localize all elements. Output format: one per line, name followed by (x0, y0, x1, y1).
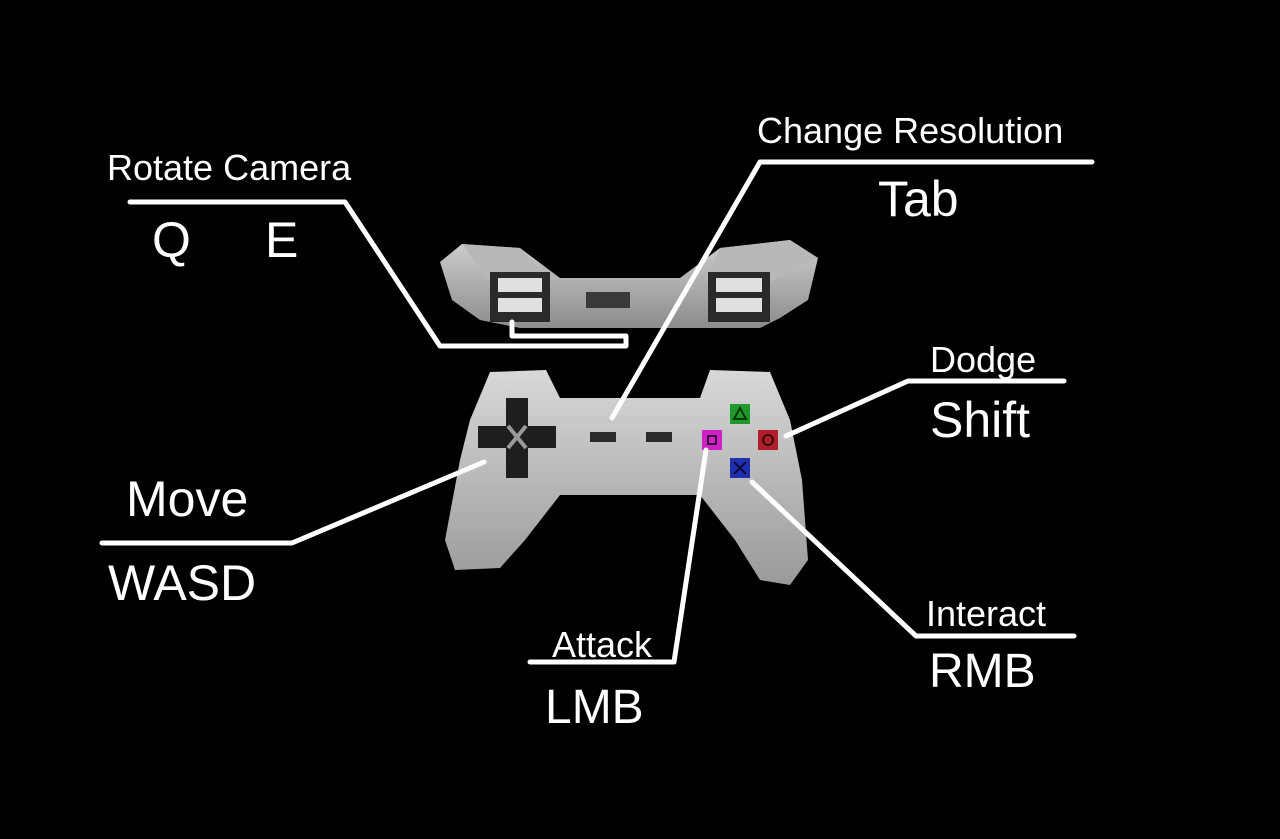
circle-button-icon (758, 430, 778, 450)
move-label: Move (126, 471, 249, 527)
attack-label: Attack (552, 624, 653, 665)
interact-label: Interact (926, 593, 1047, 634)
rotate-camera-key-q: Q (152, 212, 191, 268)
change-resolution-label: Change Resolution (757, 110, 1064, 151)
interact-leader (749, 479, 1077, 639)
move-leader (99, 459, 487, 546)
leader-lines (99, 159, 1095, 665)
dodge-leader (783, 378, 1067, 439)
move-key: WASD (108, 555, 257, 611)
attack-key: LMB (545, 681, 644, 734)
dodge-key: Shift (930, 392, 1031, 448)
interact-key: RMB (929, 645, 1036, 698)
gamepad-front-icon (445, 370, 808, 585)
start-button-icon (646, 432, 672, 442)
change-resolution-leader (609, 159, 1095, 421)
dodge-label: Dodge (930, 339, 1037, 380)
dpad-icon (478, 398, 556, 478)
rotate-camera-label: Rotate Camera (107, 147, 352, 188)
rotate-camera-leader (127, 199, 629, 349)
gamepad-top-icon (440, 240, 818, 328)
square-button-icon (702, 430, 722, 450)
select-button-icon (590, 432, 616, 442)
rotate-camera-key-e: E (265, 212, 299, 268)
attack-leader (527, 447, 709, 665)
change-resolution-key: Tab (878, 171, 959, 227)
